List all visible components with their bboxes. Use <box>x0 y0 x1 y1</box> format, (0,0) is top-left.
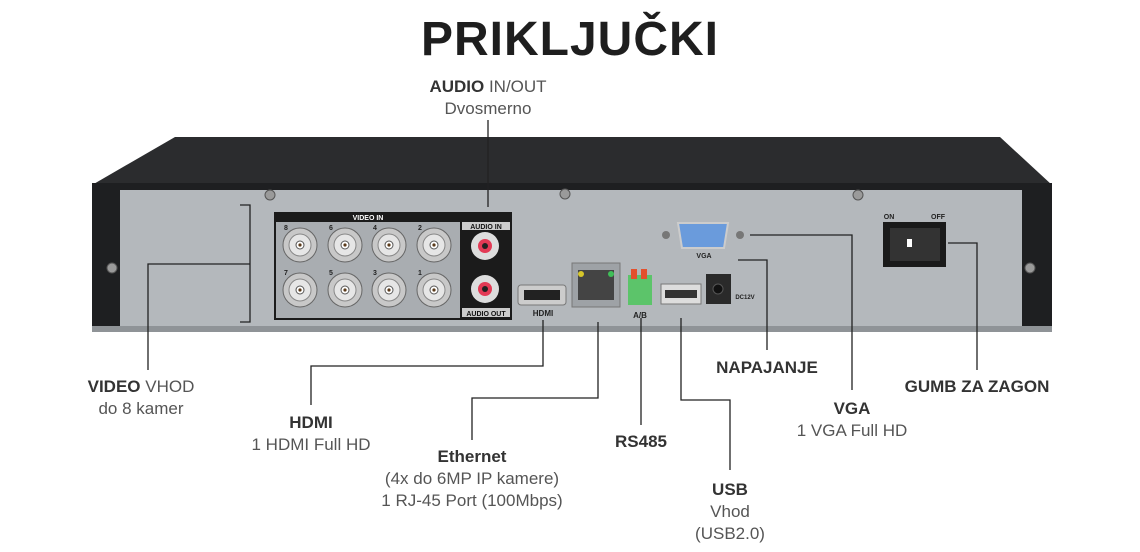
channel-number: 7 <box>284 270 288 277</box>
svg-text:DC12V: DC12V <box>735 295 754 301</box>
bnc-video-input: 6 <box>327 225 363 263</box>
bnc-audio-block: VIDEO IN AUDIO IN AUDIO OUT 8 6 4 2 7 5 3 1 <box>274 212 512 320</box>
bnc-video-input: 7 <box>282 270 318 308</box>
usb-port <box>660 283 702 305</box>
label-ethernet: Ethernet(4x do 6MP IP kamere)1 RJ-45 Por… <box>381 447 563 510</box>
audio-in-label: AUDIO IN <box>470 224 502 231</box>
bnc-video-input: 2 <box>416 225 452 263</box>
rs485-terminal: A/B <box>628 269 652 320</box>
bnc-video-input: 4 <box>371 225 407 263</box>
channel-number: 2 <box>418 225 422 232</box>
hdmi-port: HDMI <box>517 284 567 318</box>
channel-number: 6 <box>329 225 333 232</box>
label-audio: AUDIO IN/OUT Dvosmerno <box>429 77 547 118</box>
label-power: NAPAJANJE <box>716 358 818 377</box>
svg-text:VGA: VGA <box>696 253 711 260</box>
power-jack: DC12V <box>706 274 755 304</box>
screws <box>106 188 1036 274</box>
page-title: PRIKLJUČKI <box>420 13 720 66</box>
svg-text:HDMI: HDMI <box>533 309 553 318</box>
channel-number: 3 <box>373 270 377 277</box>
channel-number: 1 <box>418 270 422 277</box>
device-back-plate <box>120 190 1022 328</box>
label-rs485: RS485 <box>615 432 667 451</box>
channel-number: 4 <box>373 225 377 232</box>
channel-number: 5 <box>329 270 333 277</box>
bnc-video-input: 5 <box>327 270 363 308</box>
label-video: VIDEO VHOD do 8 kamer <box>87 377 195 418</box>
bnc-video-input: 3 <box>371 270 407 308</box>
svg-text:A/B: A/B <box>633 311 647 320</box>
power-switch: ON OFF <box>883 214 946 267</box>
audio-in-port <box>471 232 499 260</box>
ethernet-port <box>571 262 621 308</box>
video-in-label: VIDEO IN <box>353 215 384 222</box>
leader-lines <box>147 120 978 470</box>
audio-out-label: AUDIO OUT <box>466 311 506 318</box>
bnc-video-input: 8 <box>282 225 318 263</box>
svg-text:OFF: OFF <box>931 214 946 221</box>
svg-text:ON: ON <box>884 214 895 221</box>
bnc-video-input: 1 <box>416 270 452 308</box>
label-power-switch: GUMB ZA ZAGON <box>904 377 1050 396</box>
audio-out-port <box>471 275 499 303</box>
device-top-cover <box>92 137 1052 185</box>
vga-port: VGA <box>662 222 744 260</box>
channel-number: 8 <box>284 225 288 232</box>
